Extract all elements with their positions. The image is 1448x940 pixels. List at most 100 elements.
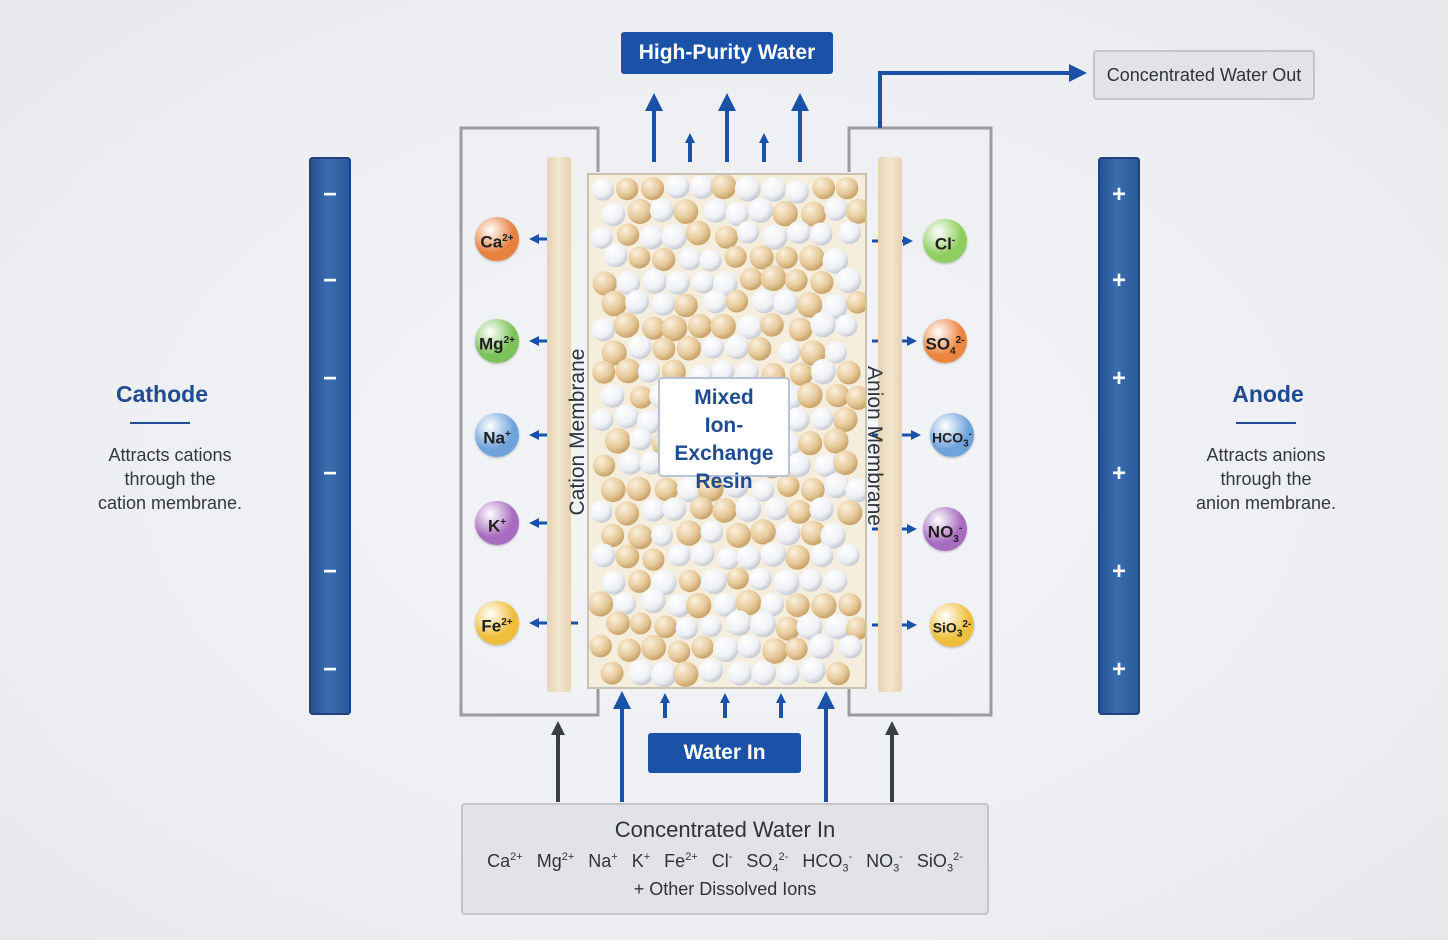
- positive-sign: +: [1111, 267, 1126, 294]
- resin-bead: [589, 591, 614, 617]
- resin-bead: [636, 409, 662, 435]
- resin-bead: [787, 220, 811, 244]
- resin-bead: [614, 404, 639, 429]
- resin-bead: [796, 292, 823, 318]
- resin-bead: [845, 385, 865, 410]
- anode-desc-line: Attracts anions: [1206, 445, 1326, 465]
- resin-bead: [725, 202, 749, 226]
- resin-bead: [601, 202, 626, 227]
- resin-bead: [764, 496, 789, 521]
- resin-bead: [835, 267, 862, 294]
- resin-bead: [785, 407, 810, 432]
- resin-bead: [784, 268, 808, 292]
- positive-sign: +: [1111, 365, 1126, 392]
- resin-bead: [712, 498, 737, 523]
- resin-bead: [676, 520, 702, 546]
- resin-bead: [845, 477, 865, 503]
- resin-bead: [739, 267, 763, 291]
- resin-bead: [591, 318, 616, 342]
- resin-bead: [697, 475, 724, 502]
- resin-bead: [734, 175, 761, 202]
- resin-bead: [812, 176, 836, 200]
- cation-membrane: [547, 157, 571, 692]
- resin-bead: [642, 498, 666, 522]
- resin-bead: [787, 500, 812, 524]
- resin-bead: [789, 362, 813, 386]
- positive-sign: +: [1111, 460, 1126, 487]
- cathode-desc-line: cation membrane.: [97, 493, 243, 513]
- resin-bead: [613, 592, 636, 615]
- negative-sign: −: [322, 365, 337, 392]
- resin-bead: [699, 615, 722, 638]
- resin-bead: [808, 633, 834, 659]
- resin-label-line: Ion-Exchange: [674, 414, 774, 465]
- resin-bead: [725, 610, 752, 636]
- resin-bead: [618, 450, 643, 475]
- resin-bead: [615, 358, 641, 384]
- cathode-desc-line: through the: [124, 469, 216, 489]
- resin-bead: [642, 548, 665, 571]
- resin-bead: [676, 476, 703, 503]
- resin-label-line: Mixed: [694, 386, 754, 409]
- concentrated-in-flow-arrows: [551, 721, 899, 802]
- resin-bead: [800, 657, 826, 684]
- resin-bead: [810, 270, 834, 294]
- cathode-description: Attracts cations through the cation memb…: [70, 443, 270, 515]
- resin-bead: [776, 662, 800, 685]
- resin-bead: [640, 588, 666, 614]
- anion-membrane: [878, 157, 902, 692]
- resin-bead: [799, 245, 825, 271]
- resin-bead: [810, 543, 834, 568]
- negative-sign: −: [322, 267, 337, 294]
- resin-bead: [837, 543, 860, 566]
- concentrated-water-in-title: Concentrated Water In: [614, 817, 836, 842]
- resin-bead: [775, 246, 798, 269]
- cation-chamber-frame: [459, 126, 600, 717]
- anion-cl-ion: Cl-: [923, 219, 967, 263]
- cathode-title-underline: [130, 422, 190, 424]
- resin-bead: [625, 290, 649, 314]
- resin-bead: [761, 177, 787, 202]
- resin-bead: [838, 593, 862, 617]
- cathode-title: Cathode: [116, 381, 208, 407]
- resin-bead: [798, 431, 823, 456]
- dissolved-ion: NO3-: [866, 851, 903, 875]
- negative-sign: −: [322, 181, 337, 208]
- cation-k-ion: K+: [475, 501, 519, 545]
- resin-bead: [810, 358, 836, 385]
- resin-bead: [629, 612, 652, 635]
- resin-bead: [673, 199, 699, 224]
- resin-bead: [626, 476, 651, 502]
- cation-mg-ion: Mg2+: [475, 319, 519, 363]
- positive-sign: +: [1111, 656, 1126, 683]
- resin-bead: [642, 269, 668, 294]
- resin-label: Mixed Ion-Exchange Resin: [658, 377, 790, 493]
- resin-bead: [824, 197, 848, 221]
- resin-bead: [735, 589, 762, 616]
- resin-bead: [628, 659, 655, 686]
- resin-bead: [750, 519, 776, 545]
- concentrated-water-out-label: Concentrated Water Out: [1093, 50, 1315, 100]
- resin-bead: [725, 522, 751, 548]
- cation-fe-ion: Fe2+: [475, 601, 519, 645]
- anion-no-ion: NO3-: [923, 507, 967, 551]
- resin-bead: [750, 611, 776, 638]
- resin-bead: [666, 270, 690, 295]
- cathode-electrode: − − − − − −: [309, 157, 351, 715]
- resin-bead: [606, 611, 630, 635]
- resin-bead: [685, 220, 711, 246]
- resin-bead: [773, 289, 799, 315]
- resin-bead: [675, 617, 698, 640]
- resin-bead: [649, 198, 674, 223]
- dissolved-ion: HCO3-: [802, 851, 853, 875]
- resin-bead: [760, 313, 784, 337]
- resin-bead: [667, 640, 691, 663]
- resin-bead: [825, 613, 851, 640]
- resin-bead: [762, 638, 788, 664]
- resin-bead: [751, 479, 775, 502]
- resin-bead: [698, 658, 723, 683]
- resin-bead: [785, 593, 810, 618]
- resin-bead: [616, 177, 639, 201]
- resin-bead: [692, 271, 715, 294]
- resin-bead: [713, 271, 738, 297]
